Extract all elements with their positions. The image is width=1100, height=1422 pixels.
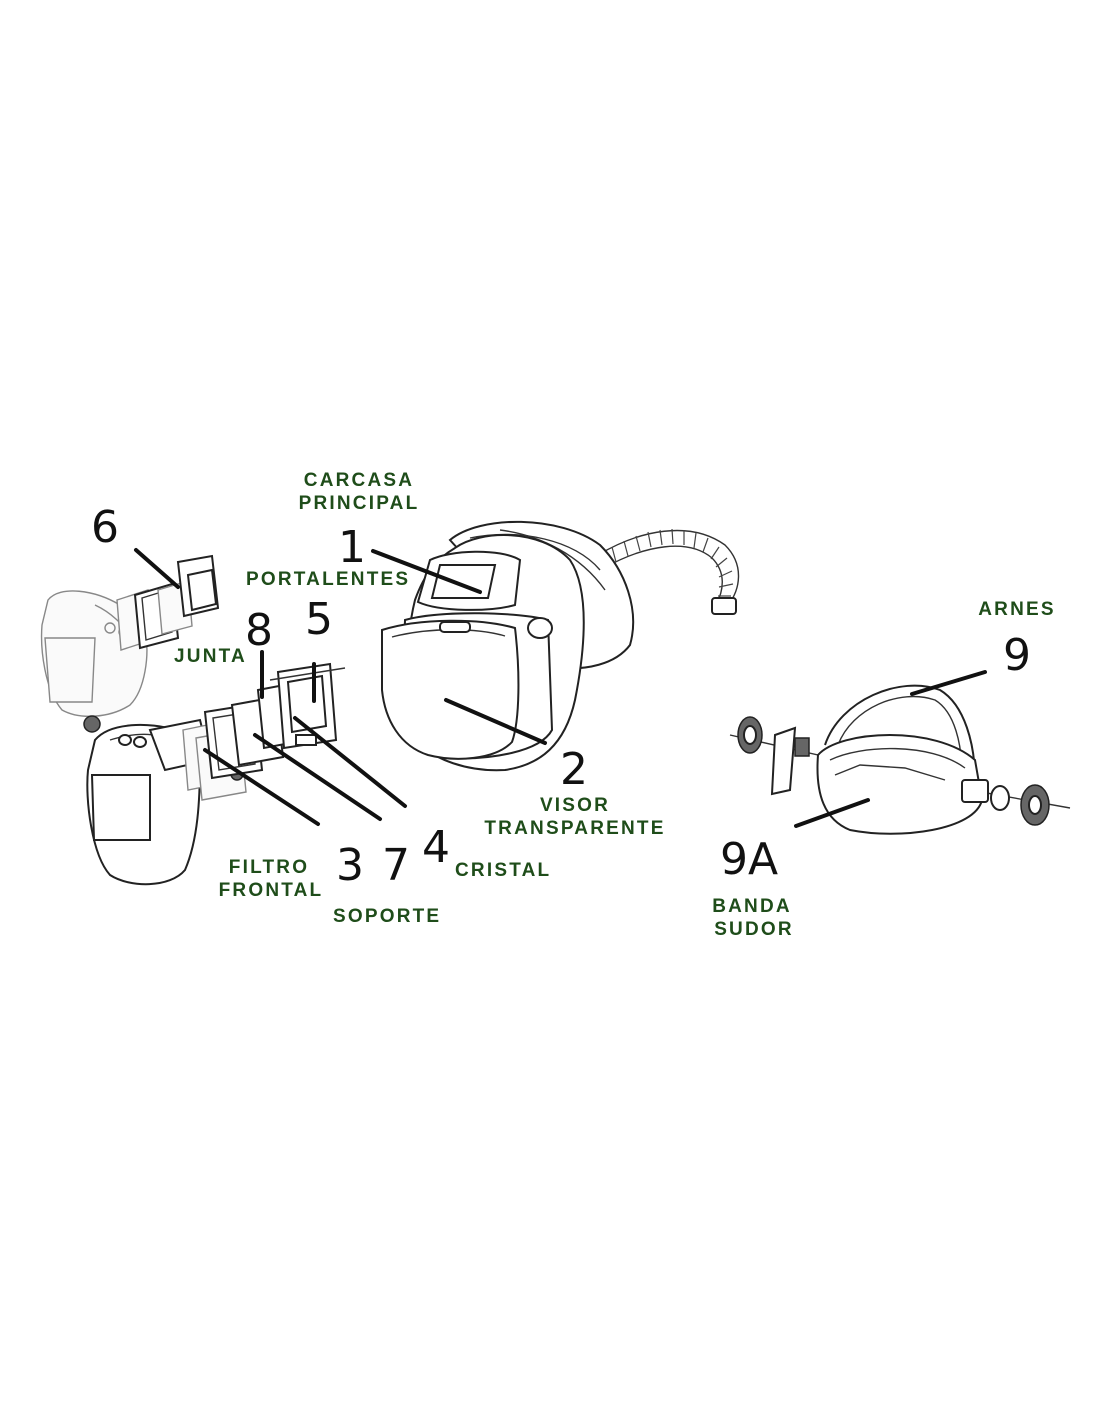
callout-number-2: 2 — [560, 744, 588, 795]
callout-number-3: 3 — [336, 840, 364, 891]
leader-1 — [371, 549, 482, 594]
leader-3 — [203, 748, 320, 826]
callout-number-4: 4 — [422, 822, 450, 873]
callout-number-5: 5 — [305, 594, 333, 645]
callout-number-8: 8 — [245, 605, 273, 656]
label-visor-line2: TRANSPARENTE — [484, 818, 665, 839]
label-portalentes: PORTALENTES — [246, 569, 410, 590]
label-arnes: ARNES — [978, 599, 1056, 620]
leader-7 — [253, 733, 382, 821]
main-helmet-shell — [381, 520, 740, 772]
callout-number-1: 1 — [338, 522, 366, 573]
head-harness — [729, 684, 1071, 835]
callout-number-7: 7 — [382, 840, 410, 891]
label-banda-line2: SUDOR — [714, 919, 794, 940]
leader-6 — [134, 548, 180, 589]
leader-2 — [444, 698, 547, 745]
callout-number-9a: 9A — [720, 834, 778, 885]
label-banda-line1: BANDA — [712, 896, 792, 917]
label-cristal: CRISTAL — [455, 860, 551, 881]
leader-9a — [794, 798, 870, 828]
label-visor-line1: VISOR — [540, 795, 610, 816]
label-carcasa-line1: CARCASA — [304, 470, 414, 491]
callout-number-6: 6 — [91, 502, 119, 553]
label-filtro-line1: FILTRO — [229, 857, 309, 878]
label-junta: JUNTA — [174, 646, 247, 667]
label-carcasa-line2: PRINCIPAL — [299, 493, 420, 514]
lower-exploded-shell — [86, 662, 346, 886]
label-filtro-line2: FRONTAL — [219, 880, 324, 901]
callout-number-9: 9 — [1003, 630, 1031, 681]
leader-lines — [134, 548, 987, 828]
leader-9 — [910, 670, 987, 696]
leader-4 — [293, 716, 407, 808]
upper-exploded-shell — [40, 554, 220, 733]
label-soporte: SOPORTE — [333, 906, 441, 927]
